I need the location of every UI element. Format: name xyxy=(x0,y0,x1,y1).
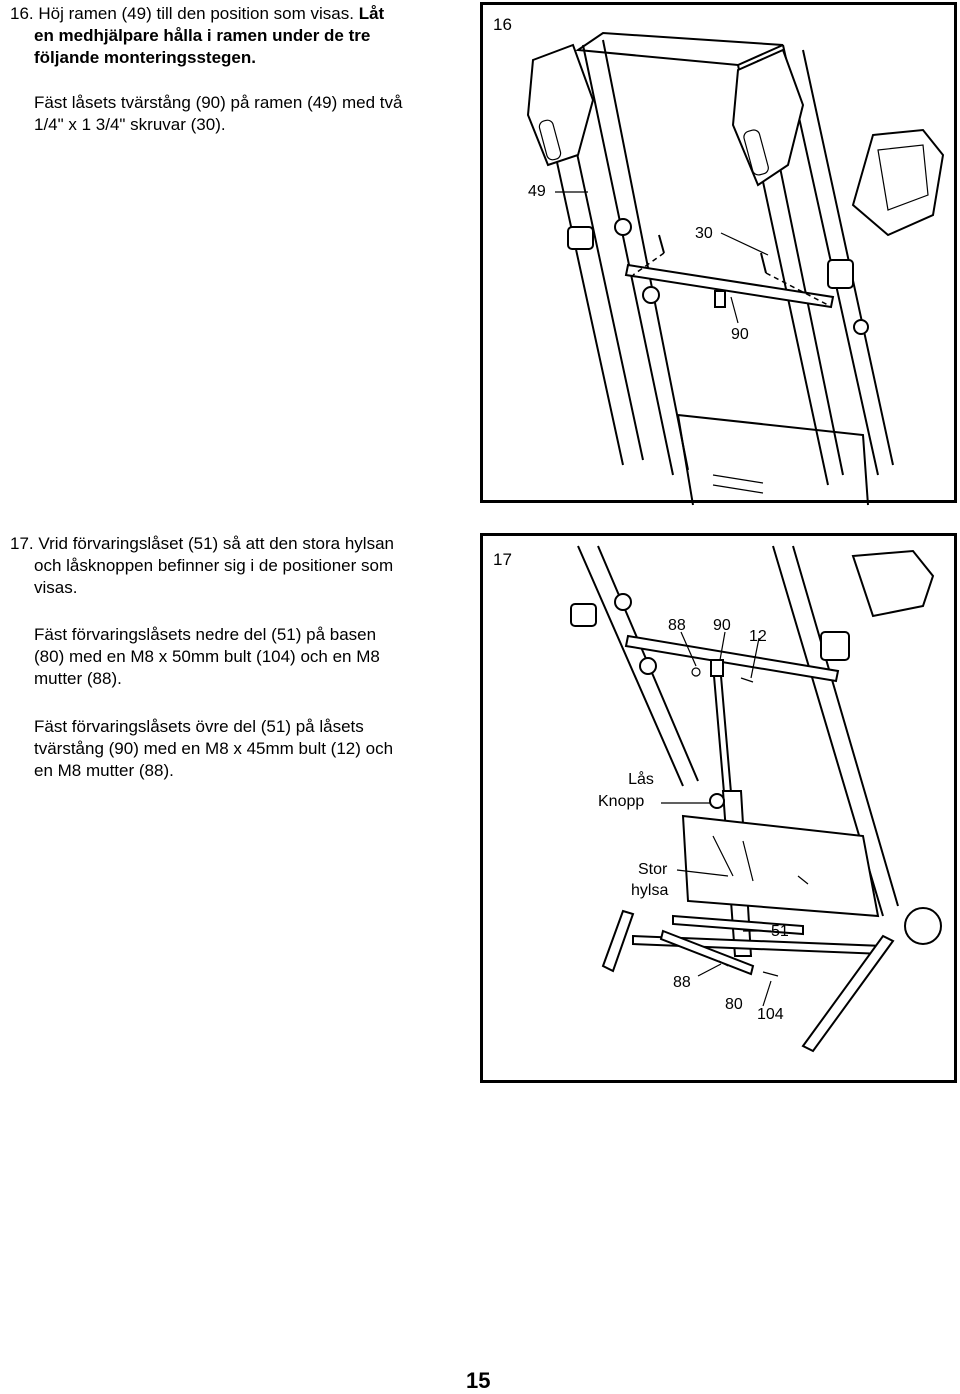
step-17-paragraph-2: Fäst förvaringslåsets nedre del (51) på … xyxy=(34,624,464,690)
figure-17-callout-51: 51 xyxy=(771,923,789,940)
figure-17-callout-104: 104 xyxy=(757,1006,784,1023)
step-16-number: 16. xyxy=(10,4,34,23)
figure-17-drawing xyxy=(570,545,942,1053)
figure-17-callout-88-bottom: 88 xyxy=(673,974,691,991)
step-17-p2-line-2: (80) med en M8 x 50mm bult (104) och en … xyxy=(34,647,380,666)
step-16-text-bold-1: Låt xyxy=(358,4,385,23)
figure-16-label: 16 xyxy=(493,15,512,34)
step-17-p3-line-2: tvärstång (90) med en M8 x 45mm bult (12… xyxy=(34,739,394,758)
figure-17-label: 17 xyxy=(493,550,512,569)
figure-17-callout-sleeve-1: Stor xyxy=(638,861,668,878)
figure-17-callout-lock-knob-2: Knopp xyxy=(598,793,645,810)
step-17-p3-line-1: Fäst förvaringslåsets övre del (51) på l… xyxy=(34,717,364,736)
figure-16-callout-49: 49 xyxy=(528,183,546,200)
figure-17-callout-90: 90 xyxy=(713,617,731,634)
step-16-p2-line-2: 1/4" x 1 3/4" skruvar (30). xyxy=(34,115,226,134)
step-17-p1-line-3: visas. xyxy=(34,578,78,597)
figure-17-callout-sleeve-2: hylsa xyxy=(631,882,669,899)
figure-16-callout-30: 30 xyxy=(695,225,713,242)
step-17-paragraph-1: 17. Vrid förvaringslåset (51) så att den… xyxy=(10,533,460,599)
step-17-number: 17. xyxy=(10,534,34,553)
step-16-line-1: 16. Höj ramen (49) till den position som… xyxy=(10,3,460,25)
step-16-instructions: 16. Höj ramen (49) till den position som… xyxy=(10,3,460,69)
step-16-text-plain: Höj ramen (49) till den position som vis… xyxy=(38,4,354,23)
figure-17-callout-lock-knob-1: Lås xyxy=(628,771,654,788)
figure-16-callout-90: 90 xyxy=(731,326,749,343)
page-number: 15 xyxy=(466,1368,491,1393)
step-17-paragraph-3: Fäst förvaringslåsets övre del (51) på l… xyxy=(34,716,464,782)
figure-17: 17 xyxy=(480,533,957,1083)
step-17-p1-text-1: Vrid förvaringslåset (51) så att den sto… xyxy=(38,534,394,553)
step-17-p2-line-1: Fäst förvaringslåsets nedre del (51) på … xyxy=(34,625,377,644)
step-16-paragraph-2: Fäst låsets tvärstång (90) på ramen (49)… xyxy=(34,92,464,136)
figure-17-callout-12: 12 xyxy=(749,628,767,645)
step-16-p2-line-1: Fäst låsets tvärstång (90) på ramen (49)… xyxy=(34,93,403,112)
step-17-p1-line-1: 17. Vrid förvaringslåset (51) så att den… xyxy=(10,533,460,555)
step-17-p3-line-3: en M8 mutter (88). xyxy=(34,761,174,780)
figure-17-callout-80: 80 xyxy=(725,996,743,1013)
step-16-line-3: följande monteringsstegen. xyxy=(34,48,256,67)
step-17-p1-line-2: och låsknoppen befinner sig i de positio… xyxy=(34,556,394,575)
figure-16: 16 xyxy=(480,2,957,506)
step-17-p2-line-3: mutter (88). xyxy=(34,669,122,688)
step-16-line-2: en medhjälpare hålla i ramen under de tr… xyxy=(34,26,371,45)
figure-17-callout-88-top: 88 xyxy=(668,617,686,634)
figure-16-drawing xyxy=(526,31,945,506)
